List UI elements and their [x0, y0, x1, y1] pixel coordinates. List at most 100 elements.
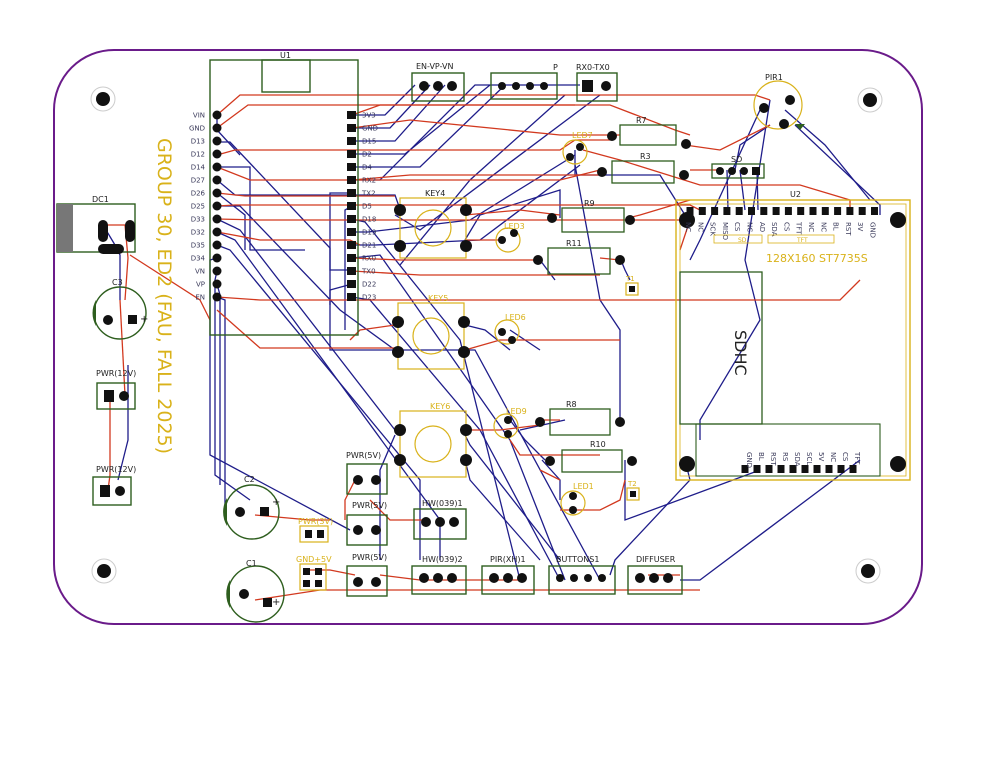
esp32-pin-pad	[212, 110, 222, 120]
esp32-pin-pad	[212, 253, 222, 263]
esp32-pin-pad	[347, 254, 356, 262]
esp32-pin-label: D21	[362, 242, 376, 250]
tft-header-label: NC	[819, 222, 827, 232]
esp32-ref: U1	[280, 51, 291, 60]
tft-header-pad	[784, 207, 792, 215]
pwr-12v-connector-a: PWR(12V)	[96, 369, 136, 410]
svg-text:LED3: LED3	[504, 222, 525, 231]
capacitor-c2: + C2	[223, 475, 280, 540]
tft-bottom-pad	[753, 465, 761, 473]
resistor-r8: R8	[535, 400, 625, 436]
tft-bottom-pad	[849, 465, 857, 473]
tft-bottom-pad	[789, 465, 797, 473]
sdhc-label: SDHC	[731, 330, 750, 376]
svg-text:T2: T2	[627, 480, 637, 488]
esp32-pin-pad	[347, 241, 356, 249]
tft-bottom-label: BL	[757, 452, 765, 461]
board-outline	[53, 49, 923, 625]
esp32-pin-label: RX2	[362, 177, 376, 185]
tft-header-label: MISO	[721, 222, 729, 241]
tft-bottom-pad	[777, 465, 785, 473]
esp32-pin-label: D32	[191, 229, 205, 237]
tft-header-pad	[686, 207, 694, 215]
tft-sub-label-sd: SD	[738, 237, 747, 244]
esp32-pin-pad	[212, 240, 222, 250]
tft-header-pad	[723, 207, 731, 215]
esp32-pin-label: GND	[189, 125, 205, 133]
tft-bottom-label: TFT	[853, 451, 861, 465]
svg-text:SD: SD	[731, 155, 742, 164]
tft-bottom-label: RS	[781, 452, 789, 462]
esp32-pin-label: D5	[362, 203, 372, 211]
esp32-pin-label: D12	[191, 151, 205, 159]
esp32-pin-pad	[212, 279, 222, 289]
svg-text:RX0-TX0: RX0-TX0	[576, 63, 610, 72]
led3: LED3	[495, 222, 525, 253]
esp32-pin-label: D18	[362, 216, 376, 224]
esp32-pin-pad	[212, 214, 222, 224]
svg-text:PWR(5V): PWR(5V)	[352, 501, 387, 510]
esp32-pin-pad	[347, 202, 356, 210]
esp32-pin-label: D23	[362, 294, 376, 302]
tft-header-label: TFT	[795, 221, 803, 235]
svg-text:BUTTONS1: BUTTONS1	[556, 555, 599, 564]
svg-text:R11: R11	[566, 239, 582, 248]
c3-label: C3	[112, 278, 123, 287]
esp32-pin-label: D2	[362, 151, 372, 159]
key4-switch: KEY4	[394, 189, 472, 259]
esp32-pin-label: TX0	[361, 268, 376, 276]
team-label: GROUP 30, ED2 (FAU, FALL 2025)	[153, 138, 175, 454]
esp32-pin-pad	[347, 137, 356, 145]
tft-bottom-label: GND	[745, 452, 753, 468]
resistor-r3: R3	[597, 152, 689, 184]
svg-text:+: +	[140, 314, 148, 325]
svg-text:KEY4: KEY4	[425, 189, 445, 198]
tft-title: 128X160 ST7735S	[766, 252, 868, 265]
esp32-pin-label: D19	[362, 229, 376, 237]
tft-header-pad	[809, 207, 817, 215]
capacitor-c3: + C3	[92, 278, 148, 340]
esp32-pin-label: D14	[191, 164, 206, 172]
tft-bottom-label: 5V	[817, 452, 825, 461]
esp32-pin-pad	[347, 163, 356, 171]
tft-header-label: CS	[733, 222, 741, 232]
buttons1-connector: BUTTONS1	[548, 555, 616, 595]
top-copper-traces	[103, 94, 861, 601]
tft-header-label: NC	[746, 222, 754, 232]
svg-text:PWR(12V): PWR(12V)	[96, 465, 136, 474]
tft-header-label: SCK	[709, 222, 717, 236]
esp32-pin-label: D15	[362, 138, 376, 146]
esp32-pin-pad	[212, 175, 222, 185]
tft-header-label: CS	[782, 222, 790, 232]
test-pad-t1: T1	[625, 275, 639, 296]
esp32-pin-label: EN	[195, 294, 205, 302]
tft-header-pad	[772, 207, 780, 215]
esp32-module: U1 VINGNDD13D12D14D27D26D25D33D32D35D34V…	[189, 51, 378, 336]
sd-header: SD	[711, 155, 765, 179]
tft-header-label: BL	[832, 222, 840, 231]
tft-bottom-pad	[825, 465, 833, 473]
tft-bottom-pad	[741, 465, 749, 473]
esp32-right-pins: 3V3GNDD15D2D4RX2TX2D5D18D19D21RX0TX0D22D…	[347, 111, 378, 302]
key5-switch: KEY5	[392, 294, 470, 370]
esp32-pin-label: VP	[196, 281, 205, 289]
tft-bottom-label: NC	[829, 452, 837, 462]
esp32-pin-label: D4	[362, 164, 372, 172]
svg-text:DIFFUSER: DIFFUSER	[636, 555, 676, 564]
tft-header-pad	[797, 207, 805, 215]
esp32-pin-pad	[347, 150, 356, 158]
svg-text:KEY6: KEY6	[430, 402, 450, 411]
tft-bottom-label: SDA	[793, 452, 801, 467]
pwr-5v-connector-a: PWR(5V)	[346, 451, 388, 495]
svg-text:LED6: LED6	[505, 313, 526, 322]
tft-bottom-pad	[765, 465, 773, 473]
tft-bottom-label: RST	[769, 452, 777, 466]
dc-jack: DC1	[56, 195, 136, 254]
svg-text:C2: C2	[244, 475, 255, 484]
esp32-pin-label: VN	[195, 268, 205, 276]
tft-bottom-pad	[801, 465, 809, 473]
svg-text:PWR(5V): PWR(5V)	[352, 553, 387, 562]
